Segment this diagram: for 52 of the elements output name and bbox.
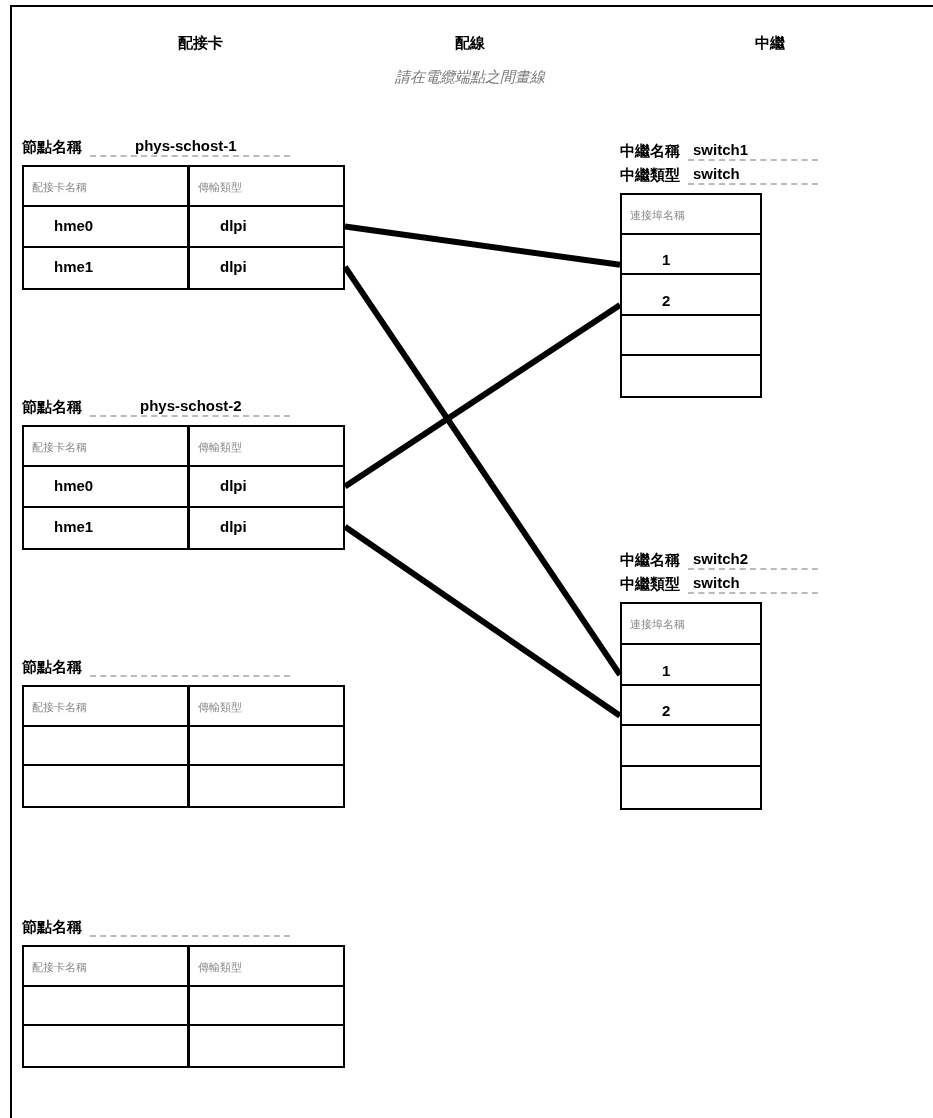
adapter-name: hme0 [54,477,94,495]
empty-row [22,1024,345,1066]
transport-type: dlpi [220,217,247,235]
port-number: 1 [662,251,671,269]
field-label: 節點名稱 [22,658,82,675]
filled-value: switch [688,574,818,594]
cable-line [342,265,623,677]
adapter-name: hme1 [54,257,94,275]
adapter-name: hme1 [54,517,94,535]
field-label: 中繼名稱 [620,142,680,159]
filled-value: phys-schost-2 [90,397,290,417]
column-heading: 配線 [455,34,485,53]
cable-line [343,524,622,719]
filled-value: switch [688,165,818,185]
column-header: 配接卡名稱 [32,440,87,456]
column-header: 傳輸類型 [198,699,242,715]
port-number: 2 [662,291,671,309]
port-number: 1 [662,661,671,679]
table-row [22,205,345,248]
column-header: 配接卡名稱 [32,180,87,196]
instruction-text: 請在電纜端點之間畫線 [395,68,545,87]
filled-value: phys-schost-1 [90,137,290,157]
empty-row [22,984,345,1027]
column-header: 連接埠名稱 [630,617,685,633]
column-heading: 配接卡 [177,34,223,53]
table-row [22,245,345,288]
column-header: 傳輸類型 [198,440,242,456]
field-label: 節點名稱 [22,138,82,155]
field-label: 中繼類型 [620,166,680,183]
cable-line [343,302,622,489]
filled-value: switch1 [688,141,818,161]
filled-value: switch2 [688,550,818,570]
column-header: 配接卡名稱 [32,699,87,715]
adapter-name: hme0 [54,217,94,235]
column-header: 傳輸類型 [198,959,242,975]
column-heading: 中繼 [755,34,785,53]
transport-type: dlpi [220,517,247,535]
field-label: 節點名稱 [22,398,82,415]
port-number: 2 [662,702,671,720]
cable-line [344,223,621,268]
field-label: 中繼名稱 [620,551,680,568]
empty-row [22,764,345,806]
transport-type: dlpi [220,257,247,275]
column-header: 配接卡名稱 [32,959,87,975]
empty-row [22,724,345,767]
table-row [22,465,345,508]
column-header: 傳輸類型 [198,180,242,196]
column-header: 連接埠名稱 [630,208,685,224]
transport-type: dlpi [220,477,247,495]
table-row [22,505,345,548]
field-label: 節點名稱 [22,918,82,935]
field-label: 中繼類型 [620,575,680,592]
